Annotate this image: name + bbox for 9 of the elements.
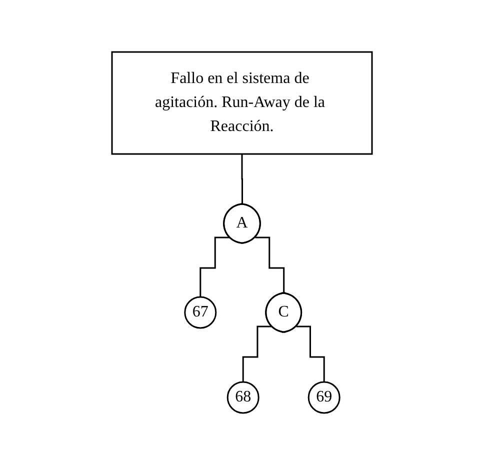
node-circle: 68 xyxy=(226,380,260,414)
connector xyxy=(200,236,230,298)
connector xyxy=(241,152,244,205)
node-circle: 69 xyxy=(308,380,340,414)
node-circle: 67 xyxy=(184,296,217,328)
connector xyxy=(296,325,325,382)
connector xyxy=(242,325,272,382)
node-box: Fallo en el sistema de agitación. Run-Away de la Reacción. xyxy=(111,50,373,154)
connector xyxy=(255,236,285,294)
